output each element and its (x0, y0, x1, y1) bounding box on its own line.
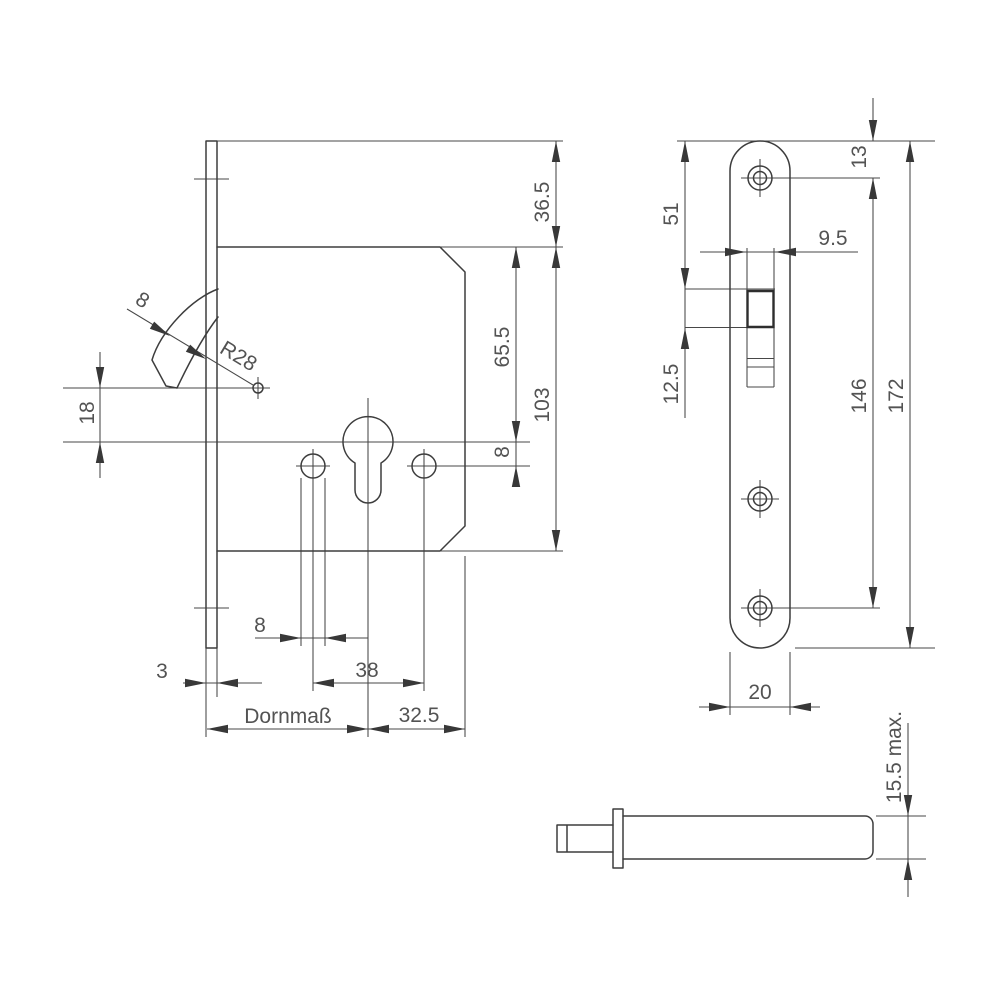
dim-slot-width: 9.5 (818, 227, 847, 250)
dimension-arrows-left-view (95, 141, 561, 734)
dim-slot-to-hook: 12.5 (660, 364, 683, 405)
dim-cylinder-to-case-edge: 32.5 (399, 704, 440, 727)
faceplate-edge (205, 140, 218, 649)
dim-hook-thickness: 8 (131, 288, 153, 314)
euro-cylinder-hole (342, 415, 394, 504)
case-body-profile (622, 815, 874, 860)
dim-case-thickness: 15.5 max. (883, 711, 906, 803)
dim-hole-diameter: 8 (254, 614, 266, 637)
extension-lines-faceplate (677, 140, 935, 715)
faceplate-front-view: 13 51 9.5 12.5 146 172 20 (660, 98, 935, 715)
dim-faceplate-thickness: 3 (156, 660, 168, 683)
faceplate-outline (729, 140, 791, 649)
dim-screw-hole-distance: 146 (848, 378, 871, 413)
dim-hole-center-distance: 38 (355, 659, 378, 682)
screw-holes (747, 165, 773, 621)
hook-bolt-in-slot (746, 289, 775, 329)
dim-top-to-screw-hole: 13 (848, 145, 871, 168)
dimension-lines-left-view (99, 141, 557, 730)
dim-hook-radius: R28 (216, 337, 261, 377)
dim-faceplate-width: 20 (748, 681, 771, 704)
fixing-hole-right (411, 453, 437, 479)
faceplate-flange-profile (612, 808, 624, 869)
fixing-hole-left (300, 453, 326, 479)
dim-pivot-to-cylinder: 18 (76, 401, 99, 424)
dimension-lines-faceplate (684, 98, 911, 708)
dim-top-to-slot: 51 (660, 202, 683, 225)
dim-faceplate-top-to-case: 36.5 (531, 182, 554, 223)
lock-case-side-view: 36.5 65.5 103 8 18 8 R28 8 3 38 Dornmaß … (63, 140, 563, 737)
spindle-pin (556, 824, 614, 853)
hook-bolt (151, 288, 219, 389)
dim-backset-label: Dornmaß (244, 705, 332, 728)
dim-faceplate-length: 172 (885, 378, 908, 413)
lock-case-outline (216, 246, 466, 552)
extension-lines-left-view (63, 140, 563, 737)
case-profile-view: 15.5 max. (556, 711, 926, 897)
dimension-arrows-faceplate (680, 120, 915, 712)
hook-pivot-center (252, 382, 264, 394)
dim-case-top-to-cylinder: 65.5 (491, 327, 514, 368)
dim-cylinder-to-holes: 8 (491, 446, 514, 458)
dim-case-height: 103 (531, 387, 554, 422)
